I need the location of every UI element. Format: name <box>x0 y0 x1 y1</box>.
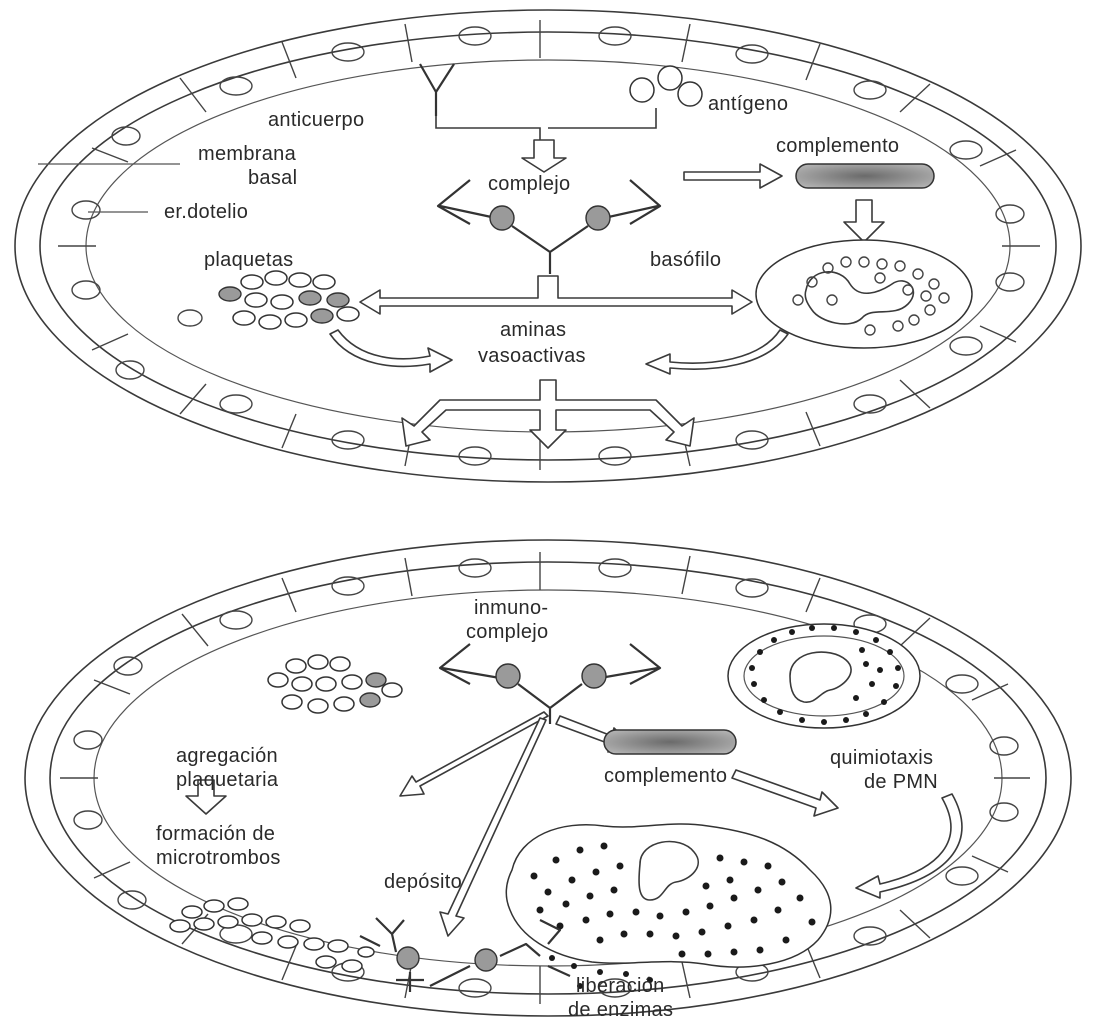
label-microtrombos: microtrombos <box>156 847 281 869</box>
plaquetas-cluster-bottom <box>268 655 402 713</box>
immune-complex-bottom <box>440 644 660 724</box>
label-membrana: membrana <box>198 143 297 165</box>
antigen-cluster <box>630 66 702 106</box>
label-liberacion: liberación <box>576 975 665 997</box>
arrow-to-basofilo <box>844 200 884 242</box>
label-anticuerpo: anticuerpo <box>268 109 364 131</box>
label-de-pmn: de PMN <box>864 771 938 793</box>
label-vasoactivas: vasoactivas <box>478 345 586 367</box>
label-plaquetaria: plaquetaria <box>176 769 279 791</box>
label-formacion: formación de <box>156 823 275 845</box>
arrow-basofilo-to-aminas <box>646 330 788 374</box>
arrow-plaquetas-to-aminas <box>330 330 452 372</box>
arrow-quimiotaxis-curve <box>856 794 962 898</box>
label-complejo-top: complejo <box>488 173 570 195</box>
arrow-to-complemento-top <box>684 164 782 188</box>
plaquetas-cluster-top <box>219 271 359 329</box>
trident-down-arrow <box>402 380 694 448</box>
microtrombos-cluster <box>170 898 374 972</box>
antibody-top-glyph <box>420 64 454 116</box>
arrow-complemento-to-pmn <box>732 770 838 816</box>
label-de-enzimas: de enzimas <box>568 999 673 1021</box>
label-agregacion: agregación <box>176 745 278 767</box>
complemento-bar-bottom <box>604 730 736 754</box>
pmn-cell-small <box>728 624 920 728</box>
complemento-bar-top <box>796 164 934 188</box>
label-deposito: depósito <box>384 871 462 893</box>
label-aminas: aminas <box>500 319 566 341</box>
label-basofilo: basófilo <box>650 249 721 271</box>
label-quimiotaxis: quimiotaxis <box>830 747 933 769</box>
label-antigeno: antígeno <box>708 93 788 115</box>
label-basal: basal <box>248 167 297 189</box>
pmn-cell-large <box>506 824 830 989</box>
label-complejo-bottom: complejo <box>466 621 548 643</box>
label-endotelio: er.dotelio <box>164 201 248 223</box>
arrow-plaquetas-basofilo <box>360 276 752 314</box>
converge-down-arrow <box>522 140 566 172</box>
label-inmuno: inmuno- <box>474 597 548 619</box>
label-complemento-top: complemento <box>776 135 899 157</box>
basofilo-cell <box>756 240 972 348</box>
top-vessel-panel <box>15 10 1081 482</box>
label-plaquetas: plaquetas <box>204 249 293 271</box>
label-complemento-bottom: complemento <box>604 765 727 787</box>
